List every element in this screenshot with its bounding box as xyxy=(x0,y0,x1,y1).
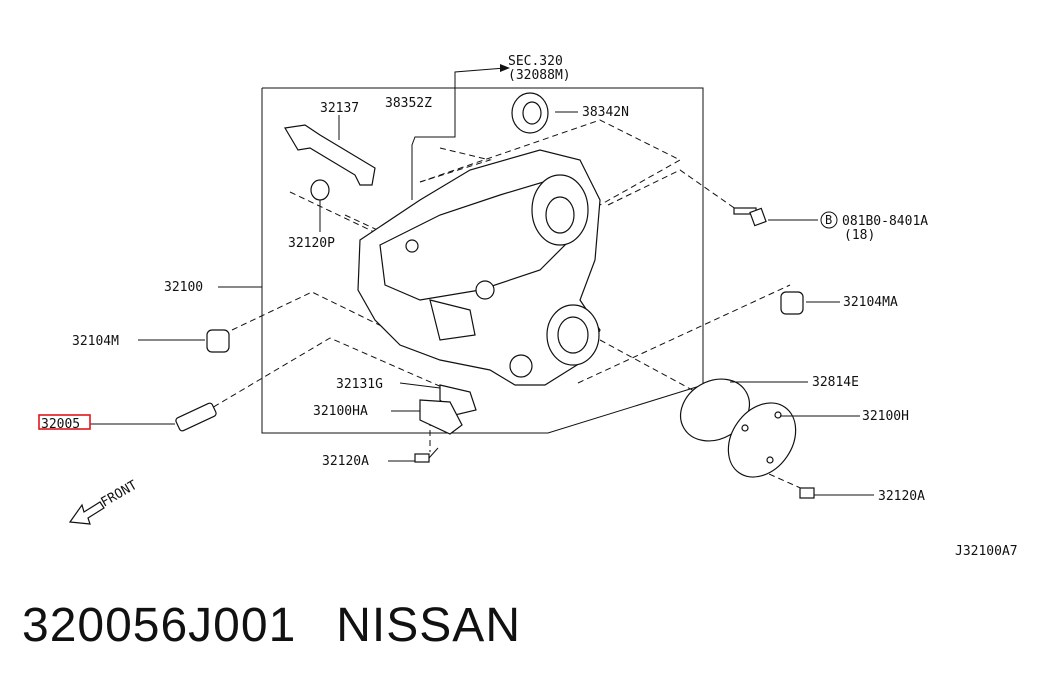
bolt-ref-circle xyxy=(820,211,838,229)
breather-tube-38352Z xyxy=(411,64,510,200)
label-32814E: 32814E xyxy=(812,375,859,390)
label-32104M: 32104M xyxy=(72,334,119,349)
label-32100H: 32100H xyxy=(862,409,909,424)
front-arrow-icon xyxy=(68,501,105,525)
label-081B0-8401A: 081B0-8401A xyxy=(842,214,928,229)
part-highlight-box xyxy=(38,414,91,430)
brand-name: NISSAN xyxy=(336,599,521,652)
diagram-code: J32100A7 xyxy=(955,544,1018,559)
parts-diagram: 32137 38352Z SEC.320 (32088M) 38342N 321… xyxy=(38,54,1018,559)
bolt-ref-letter: B xyxy=(825,213,832,227)
label-32104MA: 32104MA xyxy=(843,295,898,310)
label-32120A-left: 32120A xyxy=(322,454,369,469)
bolt-32120A-left xyxy=(414,447,439,463)
label-38342N: 38342N xyxy=(582,105,629,120)
label-32131G: 32131G xyxy=(336,377,383,392)
label-32100: 32100 xyxy=(164,280,203,295)
oring-32814E xyxy=(680,378,750,442)
label-32100HA: 32100HA xyxy=(313,404,368,419)
bolt-081B0 xyxy=(733,207,767,227)
label-38352Z: 38352Z xyxy=(385,96,432,111)
label-32137: 32137 xyxy=(320,101,359,116)
leader-lines xyxy=(90,111,874,496)
cover-32100HA xyxy=(419,399,463,435)
bolt-32120A-right xyxy=(799,487,815,499)
front-label: FRONT xyxy=(99,478,141,511)
oil-seal-38342N xyxy=(511,92,549,134)
label-32120P: 32120P xyxy=(288,236,335,251)
label-32120A-right: 32120A xyxy=(878,489,925,504)
transfer-case-housing xyxy=(357,149,601,386)
label-sec-320: SEC.320 xyxy=(508,54,563,69)
label-bolt-qty: (18) xyxy=(844,228,875,243)
sensor-32005 xyxy=(175,402,217,432)
assembly-frame xyxy=(261,87,704,434)
label-sec-320-ref: (32088M) xyxy=(508,68,571,83)
cap-32104M xyxy=(206,329,230,353)
part-number: 320056J001 xyxy=(22,599,297,652)
cap-32104MA xyxy=(780,291,804,315)
plug-32120P xyxy=(310,179,330,201)
cover-32100H xyxy=(727,402,797,478)
bracket-32137 xyxy=(284,124,376,186)
footer-caption: 320056J001 NISSAN xyxy=(22,598,521,653)
